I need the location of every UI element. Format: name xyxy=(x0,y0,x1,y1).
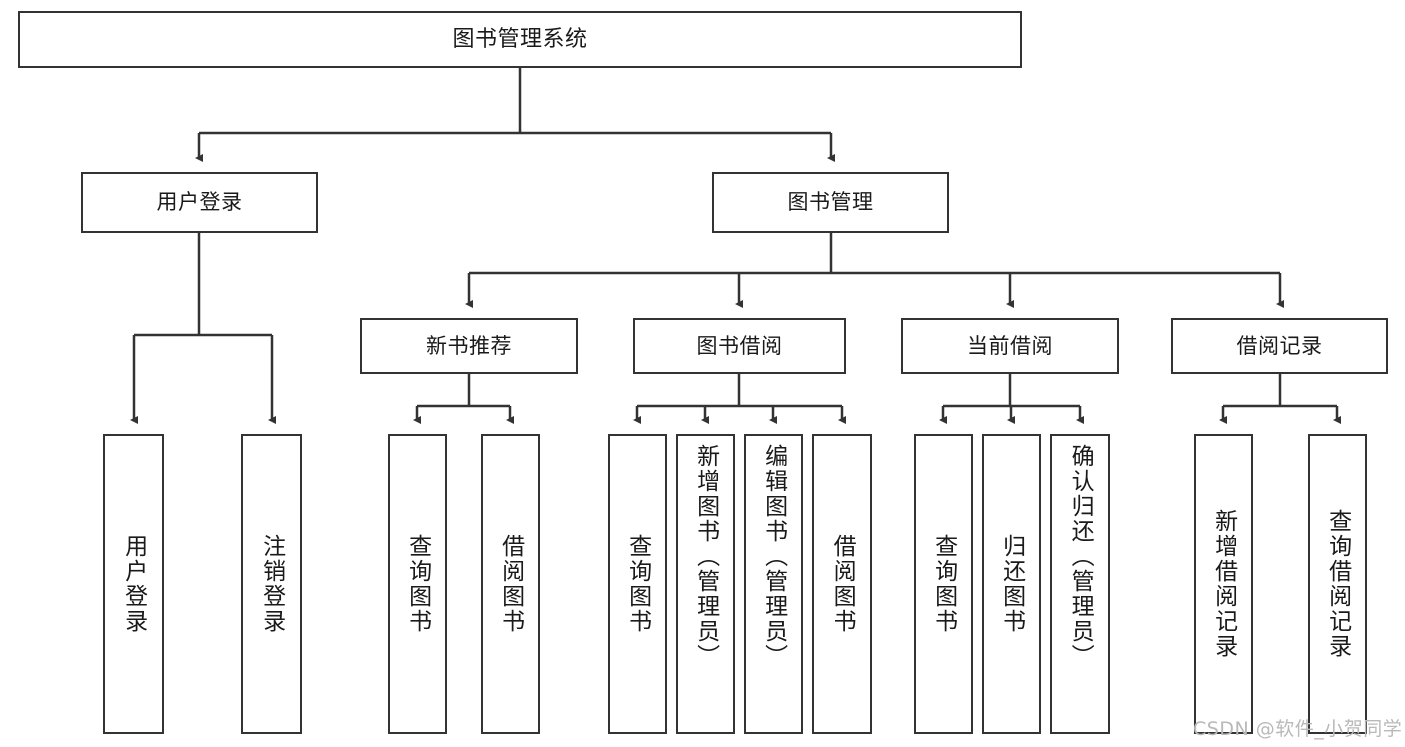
node-current-borrow-label: 当前借阅 xyxy=(967,333,1053,358)
node-leaf-query-book-3[interactable]: 查询图书 xyxy=(914,434,973,734)
node-leaf-add-borrow-record[interactable]: 新增借阅记录 xyxy=(1194,434,1253,734)
node-leaf-return-book-label: 归还图书 xyxy=(998,534,1025,634)
node-new-book-recommend-label: 新书推荐 xyxy=(426,333,512,358)
node-leaf-user-login-label: 用户登录 xyxy=(120,534,147,634)
node-leaf-query-book-1-label: 查询图书 xyxy=(404,534,431,634)
node-leaf-query-book-1[interactable]: 查询图书 xyxy=(388,434,447,734)
node-new-book-recommend[interactable]: 新书推荐 xyxy=(360,318,578,374)
watermark-text: CSDN @软件_小贺同学 xyxy=(1193,718,1403,740)
node-leaf-query-borrow-record-label: 查询借阅记录 xyxy=(1324,509,1351,659)
node-leaf-borrow-book-2-label: 借阅图书 xyxy=(829,534,856,634)
node-book-borrow-label: 图书借阅 xyxy=(696,333,783,358)
node-book-manage-label: 图书管理 xyxy=(787,190,874,215)
node-user-login[interactable]: 用户登录 xyxy=(81,172,318,233)
node-leaf-query-borrow-record[interactable]: 查询借阅记录 xyxy=(1308,434,1367,734)
node-leaf-edit-book-label: 编辑图书（管理员） xyxy=(760,444,787,669)
node-leaf-return-book[interactable]: 归还图书 xyxy=(982,434,1041,734)
node-book-manage[interactable]: 图书管理 xyxy=(712,172,949,233)
node-current-borrow[interactable]: 当前借阅 xyxy=(901,318,1119,374)
node-leaf-add-borrow-record-label: 新增借阅记录 xyxy=(1210,509,1237,659)
node-root[interactable]: 图书管理系统 xyxy=(18,11,1022,68)
node-leaf-logout-label: 注销登录 xyxy=(258,534,285,634)
node-leaf-borrow-book-1-label: 借阅图书 xyxy=(497,534,524,634)
node-leaf-confirm-return-label: 确认归还（管理员） xyxy=(1067,444,1094,669)
node-leaf-borrow-book-2[interactable]: 借阅图书 xyxy=(812,434,872,734)
node-leaf-query-book-2-label: 查询图书 xyxy=(624,534,651,634)
node-leaf-edit-book[interactable]: 编辑图书（管理员） xyxy=(744,434,803,734)
node-leaf-confirm-return[interactable]: 确认归还（管理员） xyxy=(1050,434,1110,734)
node-leaf-query-book-3-label: 查询图书 xyxy=(930,534,957,634)
node-leaf-add-book-label: 新增图书（管理员） xyxy=(692,444,719,669)
node-leaf-borrow-book-1[interactable]: 借阅图书 xyxy=(481,434,540,734)
node-root-label: 图书管理系统 xyxy=(452,26,588,52)
node-borrow-record-label: 借阅记录 xyxy=(1236,333,1323,358)
node-leaf-logout[interactable]: 注销登录 xyxy=(241,434,302,734)
node-book-borrow[interactable]: 图书借阅 xyxy=(633,318,846,374)
node-user-login-label: 用户登录 xyxy=(156,190,243,215)
node-borrow-record[interactable]: 借阅记录 xyxy=(1171,318,1388,374)
node-leaf-query-book-2[interactable]: 查询图书 xyxy=(608,434,667,734)
node-leaf-add-book[interactable]: 新增图书（管理员） xyxy=(676,434,735,734)
node-leaf-user-login[interactable]: 用户登录 xyxy=(103,434,164,734)
